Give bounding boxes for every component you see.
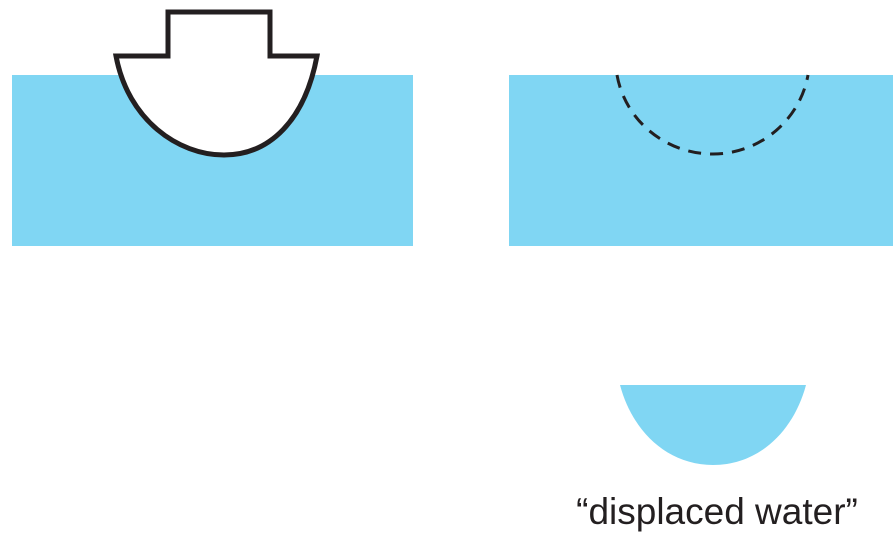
water-right xyxy=(509,75,893,246)
displaced-water-caption: “displaced water” xyxy=(576,491,858,532)
displaced-water-shape xyxy=(620,385,806,465)
boat xyxy=(112,9,321,158)
displacement-outline xyxy=(615,74,810,156)
